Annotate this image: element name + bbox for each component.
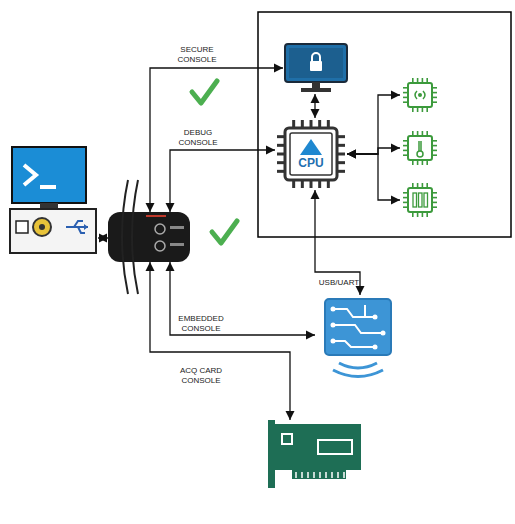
cable-loop [122,180,128,294]
signal-wave [339,363,377,368]
memory-chip-graphic [400,180,440,220]
sensor-symbol [415,91,425,99]
connector [150,68,283,212]
prompt-symbol [24,165,36,185]
chip-body [285,128,337,180]
cable-loop [132,180,138,294]
workstation-icon [8,145,98,255]
circuit-pad [381,331,386,336]
card-component [282,434,292,444]
chip-body [408,83,432,107]
signal-wave [333,370,383,377]
device-marking [146,215,166,217]
acquisition-card [268,420,363,488]
card-body [275,424,361,470]
chip-body [408,136,432,160]
monitor-stand [312,82,320,88]
connector [150,262,290,420]
chip-label: CPU [275,156,347,170]
connector [347,154,400,200]
workstation-icon-graphic [8,145,98,255]
connection-label: USB/UART [318,278,360,288]
card-contact [325,472,327,478]
device-marking [170,243,184,246]
temperature-chip [400,128,440,168]
check-mark [212,221,237,243]
console-server-graphic [108,212,190,262]
tower-case [10,209,96,253]
monitor-base [301,88,331,92]
enclosure-outline [258,12,511,237]
disc-icon [39,224,45,230]
card-contact [295,472,297,478]
connection-label: DEBUG CONSOLE [172,128,224,148]
cpu-triangle [300,139,322,155]
card-bracket [268,420,275,488]
connector [170,262,315,335]
card-contact [319,472,321,478]
disc-icon [33,218,51,236]
cpu-chip-graphic [275,118,347,190]
port-led [155,241,165,251]
connector [98,237,108,238]
card-contact [331,472,333,478]
sensor-symbol [418,93,422,97]
circuit-pad [373,315,378,320]
embedded-board [315,295,400,380]
connection-label: EMBEDDED CONSOLE [172,314,230,334]
sensor-chip-graphic [400,75,440,115]
circuit-pad [331,307,336,312]
lock-body [310,61,322,71]
connection-label: ACQ CARD CONSOLE [170,366,232,386]
memory-symbol [424,193,428,207]
chip-body [408,188,432,212]
thermometer-symbol [417,151,423,157]
card-chip [318,440,352,454]
usb-symbol [84,224,88,230]
temperature-chip-graphic [400,128,440,168]
secure-monitor-icon-graphic [283,42,349,94]
acquisition-card-graphic [268,420,363,488]
circuit-trace [333,305,383,347]
embedded-board-graphic [315,295,400,380]
circuit-pad [331,339,336,344]
connector [347,148,400,154]
card-contact [337,472,339,478]
secure-monitor-icon [283,42,349,94]
lock-shackle [312,53,320,61]
connector [315,190,360,295]
connection-label: SECURE CONSOLE [170,45,224,65]
board-body [325,299,391,355]
prompt-symbol [40,185,56,189]
card-contact [307,472,309,478]
connector [314,94,315,118]
drive-slot [16,221,28,233]
circuit-pad [331,323,336,328]
device-marking [170,226,184,229]
connector [347,95,400,154]
console-server [108,212,190,262]
check-mark [192,81,217,103]
port-led [155,224,165,234]
card-contact [301,472,303,478]
monitor-screen [289,48,343,78]
system-enclosure: CPU [258,12,511,237]
sensor-chip [400,75,440,115]
memory-symbol [419,193,423,207]
connector [170,150,275,212]
card-connector [292,470,346,479]
card-contact [343,472,345,478]
memory-symbol [413,193,417,207]
monitor-screen [12,147,86,203]
memory-chip [400,180,440,220]
usb-symbol [66,221,88,233]
circuit-pad [373,345,378,350]
thermometer-symbol [419,141,421,151]
cpu-chip: CPU [275,118,347,190]
monitor-screen [285,44,347,82]
card-contact [313,472,315,478]
device-body [108,212,190,262]
